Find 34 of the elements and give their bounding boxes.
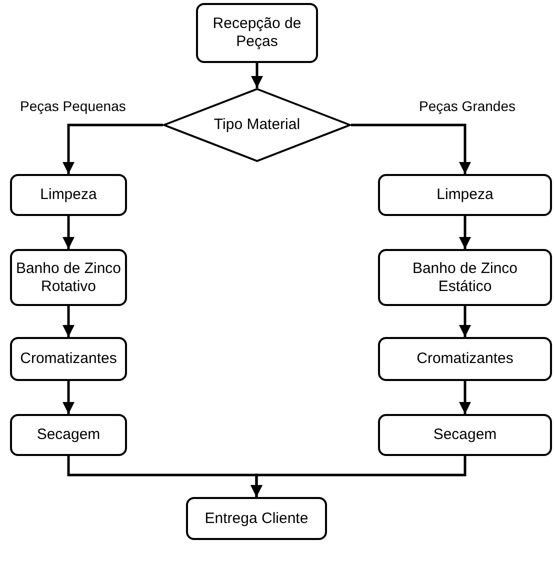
- arrow: [250, 456, 466, 497]
- node-label: Cromatizantes: [20, 350, 117, 368]
- process-box: [378, 249, 552, 306]
- node-label: Secagem: [36, 426, 100, 444]
- arrow: [459, 381, 471, 414]
- arrow: [459, 216, 471, 249]
- arrow: [62, 306, 74, 337]
- edge-label: Peças Grandes: [419, 98, 516, 114]
- process-box: [378, 337, 552, 381]
- process-box: [10, 414, 127, 456]
- node-label: Cromatizantes: [416, 350, 514, 368]
- node-label: Banho de Zinco Rotativo: [15, 260, 122, 296]
- process-box: [186, 497, 327, 540]
- process-box: [10, 174, 127, 216]
- node-label: Limpeza: [436, 186, 494, 204]
- arrow: [62, 124, 163, 174]
- process-box: [378, 414, 552, 456]
- process-box: [196, 3, 318, 63]
- process-box: [10, 249, 127, 306]
- node-label: Tipo Material: [214, 116, 300, 134]
- node-label: Banho de Zinco Estático: [411, 260, 519, 296]
- process-box: [378, 174, 552, 216]
- node-label: Limpeza: [40, 186, 97, 204]
- decision-diamond: [163, 88, 351, 162]
- arrow: [351, 124, 471, 174]
- node-label: Secagem: [433, 426, 497, 444]
- edge-label: Peças Pequenas: [20, 98, 126, 114]
- arrow: [459, 306, 471, 337]
- node-label: Recepção de Peças: [212, 15, 302, 51]
- arrow: [251, 63, 263, 88]
- node-label: Entrega Cliente: [204, 510, 308, 528]
- arrow: [62, 216, 74, 249]
- process-box: [10, 337, 127, 381]
- arrow: [62, 381, 74, 414]
